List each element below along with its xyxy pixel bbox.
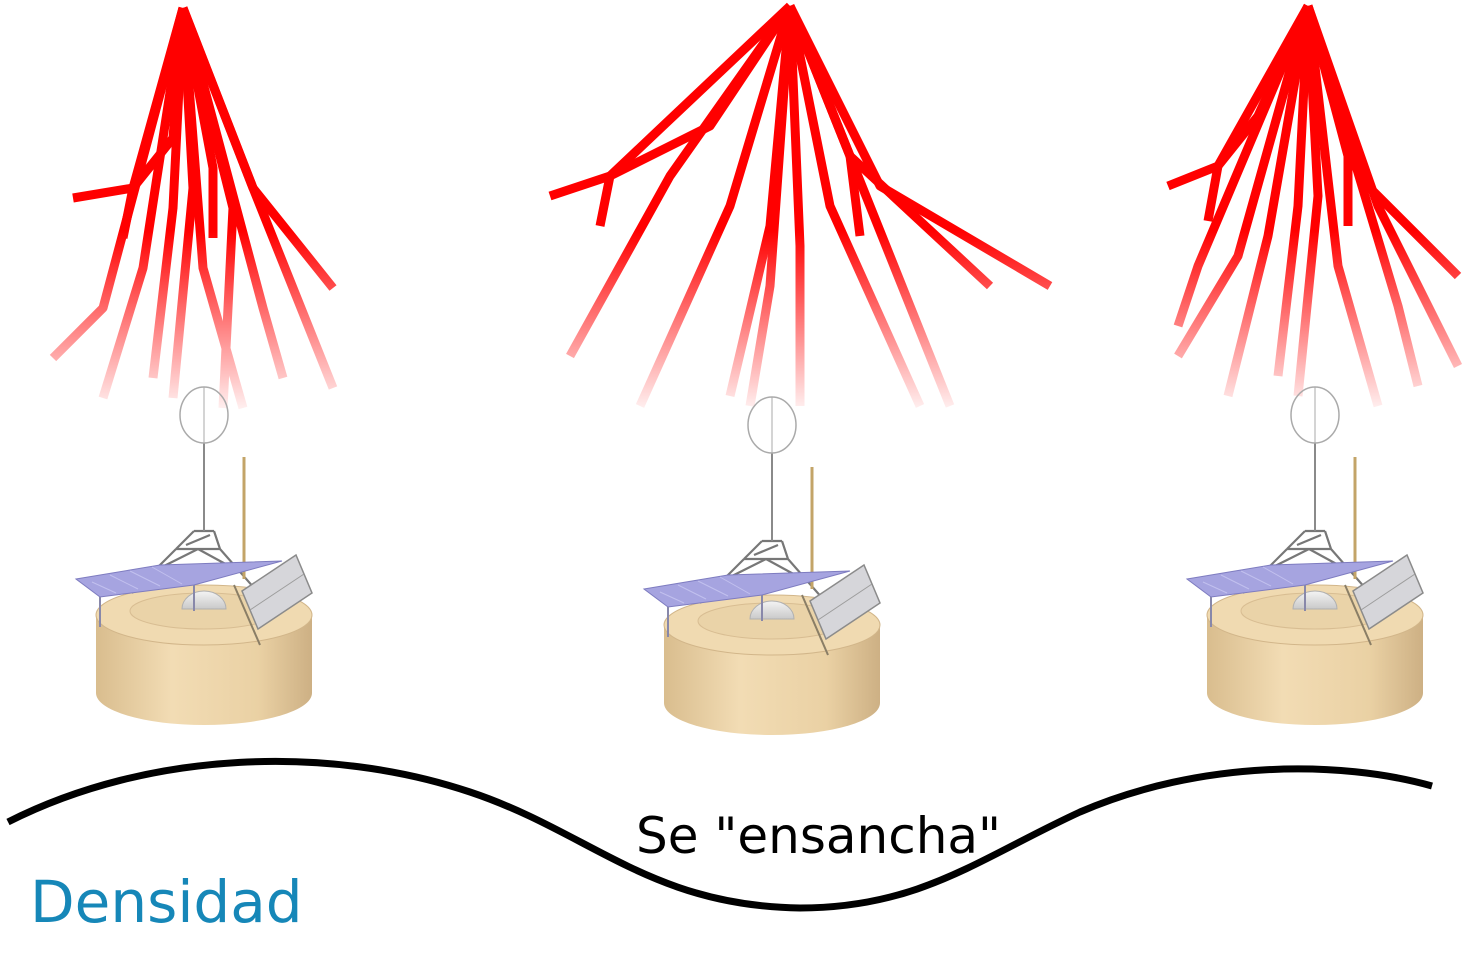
shower-branch — [98, 7, 188, 400]
shower-branch — [178, 7, 248, 410]
shower-branch — [1303, 4, 1423, 388]
shower-branch — [148, 7, 188, 379]
shower-branch — [1303, 5, 1383, 408]
shower-branch — [595, 2, 794, 227]
red-particle-shower — [548, 2, 1053, 408]
shower-branch — [785, 3, 1053, 290]
shower-branch — [566, 3, 794, 359]
shower-branch — [785, 5, 805, 406]
detector-tank-right — [1185, 385, 1425, 727]
shower-branch — [178, 6, 288, 380]
shower-branch — [178, 6, 338, 390]
shower-branch — [1223, 5, 1313, 398]
shower-branch — [785, 4, 955, 408]
density-curve — [6, 757, 1433, 912]
shower-branch — [745, 5, 795, 407]
shower-branch — [785, 5, 925, 408]
detector-tank-left — [74, 385, 314, 727]
shower-branch — [1203, 3, 1312, 222]
shower-branch — [635, 4, 795, 408]
density-axis-label: Densidad — [30, 868, 303, 936]
red-particle-shower — [49, 6, 338, 410]
curve-caption: Se "ensancha" — [636, 807, 1002, 865]
particle-showers — [49, 2, 1463, 410]
shower-branch — [49, 6, 188, 362]
detector-tank-center — [642, 395, 882, 737]
shower-branch — [1174, 4, 1313, 359]
red-particle-shower — [1166, 3, 1463, 408]
shower-branch — [1173, 4, 1313, 328]
shower-branch — [1273, 5, 1313, 377]
